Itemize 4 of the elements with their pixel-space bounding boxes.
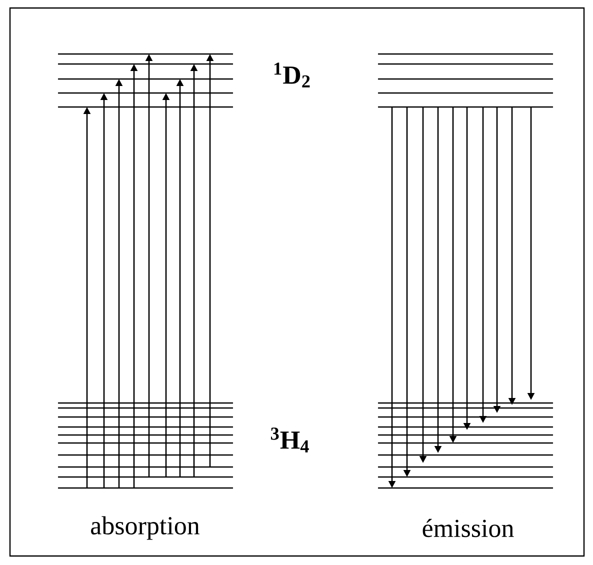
- caption-label: absorption: [91, 516, 200, 540]
- term-symbol: $^{1}$D$_{2}$: [274, 62, 310, 88]
- caption-label: émission: [422, 518, 514, 538]
- term-symbol: $^{3}$H$_{4}$: [270, 428, 309, 452]
